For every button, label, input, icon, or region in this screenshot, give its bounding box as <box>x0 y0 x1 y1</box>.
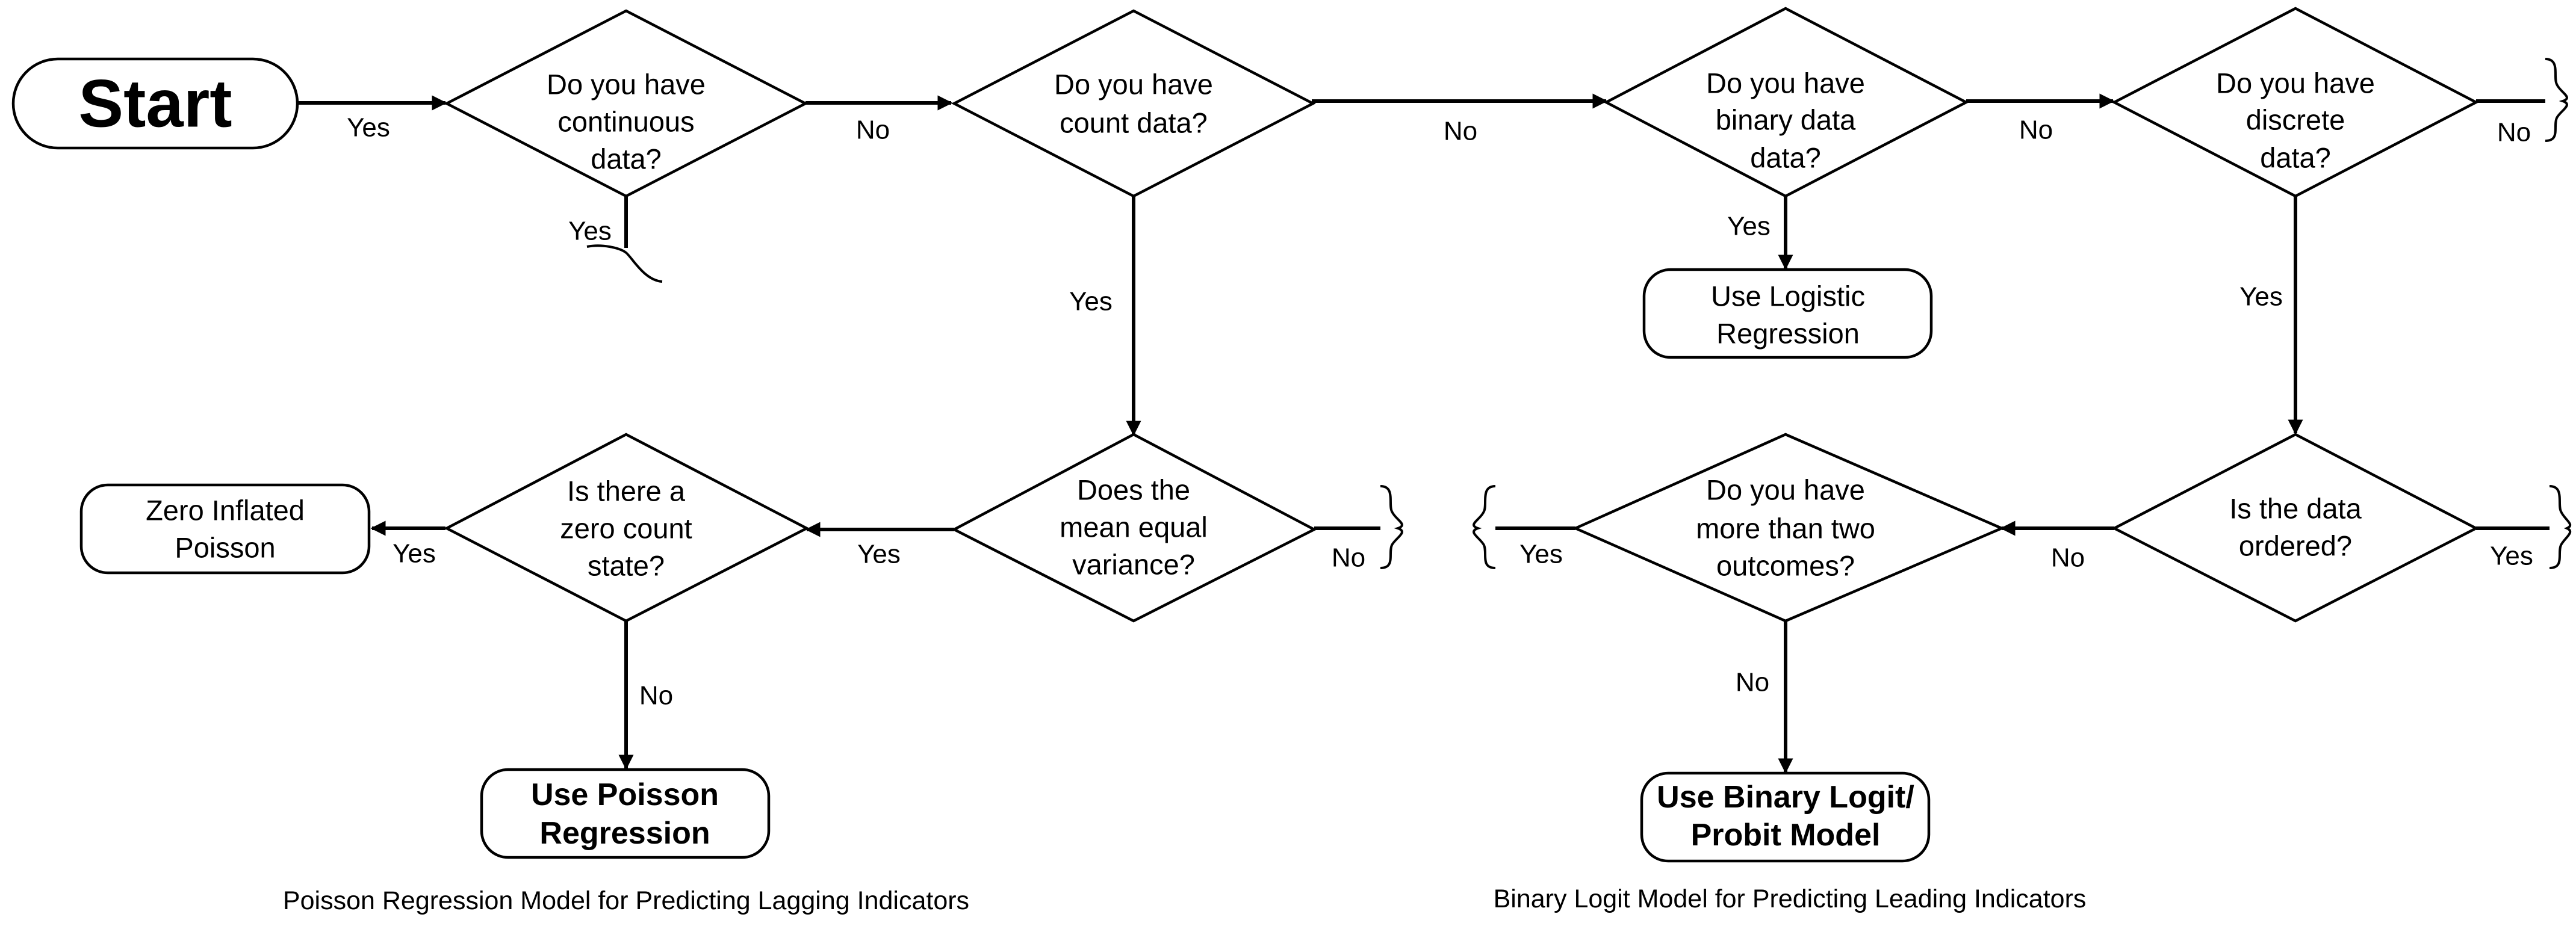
decision-continuous-line-3: data? <box>591 143 662 175</box>
diamond-count <box>951 9 1316 198</box>
terminal-zero-inflated: Zero Inflated Poisson <box>79 483 371 575</box>
terminal-zero-inflated-line-2: Poisson <box>175 532 275 564</box>
decision-mean-variance: Does the mean equal variance? <box>951 433 1317 623</box>
edge-label-binary-no: No <box>2019 116 2053 145</box>
decision-ordered-line-1: Is the data <box>2229 493 2362 525</box>
caption-left: Poisson Regression Model for Predicting … <box>283 886 969 915</box>
edge-label-continuous-no: No <box>856 116 890 145</box>
diamond-binary <box>1603 7 1969 198</box>
decision-mean-variance-line-3: variance? <box>1072 549 1195 581</box>
decision-binary-line-2: binary data <box>1716 104 1856 136</box>
decision-count-line-2: count data? <box>1060 107 1208 139</box>
decision-discrete: Do you have discrete data? <box>2111 7 2479 198</box>
diamond-mean-variance <box>951 433 1317 623</box>
terminal-poisson-line-2: Regression <box>539 816 710 851</box>
terminal-binary-logit-shape <box>1640 771 1931 863</box>
edge-label-discrete-no: No <box>2497 118 2531 147</box>
edge-label-zero-no: No <box>639 681 673 711</box>
decision-two-outcomes: Do you have more than two outcomes? <box>1572 433 2005 623</box>
decision-continuous-line-2: continuous <box>557 106 694 138</box>
terminal-zero-inflated-line-1: Zero Inflated <box>146 495 305 526</box>
decision-binary-line-1: Do you have <box>1706 67 1865 99</box>
decision-ordered: Is the data ordered? <box>2111 433 2479 623</box>
brace-two-yes <box>1473 485 1496 569</box>
decision-two-outcomes-line-1: Do you have <box>1706 474 1865 506</box>
start-shape <box>11 57 299 150</box>
decision-zero-count-line-1: Is there a <box>567 475 686 507</box>
diamond-zero-count <box>444 433 810 623</box>
terminal-zero-inflated-shape <box>79 483 371 575</box>
edge-label-continuous-yes: Yes <box>568 217 612 246</box>
caption-right: Binary Logit Model for Predicting Leadin… <box>1494 884 2087 913</box>
edge-label-zero-yes: Yes <box>393 539 436 569</box>
diamond-two-outcomes <box>1572 433 2005 623</box>
decision-ordered-line-2: ordered? <box>2239 530 2352 562</box>
edge-label-mean-yes: Yes <box>857 540 901 569</box>
decision-discrete-line-2: discrete <box>2246 104 2345 136</box>
terminal-logistic-shape <box>1642 268 1933 359</box>
decision-two-outcomes-line-2: more than two <box>1696 513 1875 545</box>
brace-ordered-yes <box>2549 485 2572 569</box>
decision-continuous: Do you have continuous data? <box>444 9 808 198</box>
edge-label-binary-yes: Yes <box>1727 212 1771 241</box>
terminal-binary-logit: Use Binary Logit/ Probit Model <box>1640 771 1931 863</box>
edge-label-mean-no: No <box>1332 543 1365 573</box>
decision-continuous-line-1: Do you have <box>547 69 706 100</box>
terminal-logistic-line-2: Regression <box>1716 318 1860 350</box>
terminal-binary-logit-line-2: Probit Model <box>1691 818 1881 853</box>
decision-discrete-line-1: Do you have <box>2216 67 2375 99</box>
edge-label-start-yes: Yes <box>347 113 390 143</box>
start-label: Start <box>78 66 232 141</box>
brace-discrete-no <box>2545 58 2568 142</box>
edges <box>298 93 2550 774</box>
decision-zero-count-line-2: zero count <box>560 513 692 545</box>
brace-continuous-yes <box>586 244 663 283</box>
terminal-binary-logit-line-1: Use Binary Logit/ <box>1657 780 1914 815</box>
edge-label-two-yes: Yes <box>1519 540 1563 569</box>
start-node: Start <box>11 57 299 150</box>
decision-two-outcomes-line-3: outcomes? <box>1716 550 1855 582</box>
decision-discrete-line-3: data? <box>2260 142 2331 174</box>
decision-count: Do you have count data? <box>951 9 1316 198</box>
terminal-poisson-shape <box>480 768 771 859</box>
edge-label-count-no: No <box>1444 117 1477 146</box>
edge-label-two-no: No <box>1736 668 1769 697</box>
decision-binary: Do you have binary data data? <box>1603 7 1969 198</box>
decision-mean-variance-line-1: Does the <box>1077 474 1190 506</box>
terminal-logistic: Use Logistic Regression <box>1642 268 1933 359</box>
edge-label-discrete-yes: Yes <box>2239 282 2283 312</box>
captions: Poisson Regression Model for Predicting … <box>283 884 2086 915</box>
brace-mean-no <box>1380 485 1403 569</box>
edge-labels: Yes No Yes No Yes No Yes No Yes Yes No Y… <box>347 113 2533 711</box>
edge-label-count-yes: Yes <box>1069 287 1113 316</box>
diamond-continuous <box>444 9 808 198</box>
edge-label-ordered-yes: Yes <box>2490 542 2533 571</box>
decision-mean-variance-line-2: mean equal <box>1060 511 1208 543</box>
decision-binary-line-3: data? <box>1750 142 1821 174</box>
continuation-braces <box>586 58 2572 569</box>
decision-zero-count-line-3: state? <box>588 550 665 582</box>
terminal-poisson: Use Poisson Regression <box>480 768 771 859</box>
decision-count-line-1: Do you have <box>1054 69 1213 100</box>
terminal-logistic-line-1: Use Logistic <box>1711 280 1865 312</box>
decision-zero-count: Is there a zero count state? <box>444 433 810 623</box>
edge-label-ordered-no: No <box>2051 543 2085 573</box>
diamond-discrete <box>2111 7 2479 198</box>
diamond-ordered <box>2111 433 2479 623</box>
terminal-poisson-line-1: Use Poisson <box>531 777 719 812</box>
